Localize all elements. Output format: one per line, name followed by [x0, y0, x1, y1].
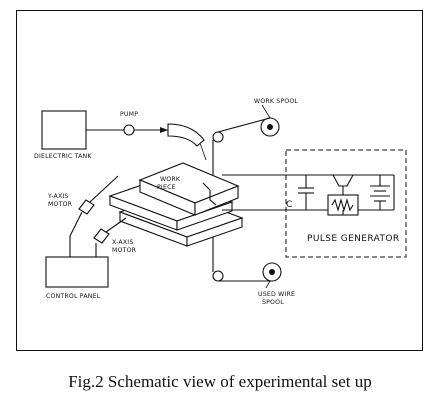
- x-axis-motor: [93, 228, 110, 244]
- used-wire-spool-label-2: SPOOL: [262, 299, 284, 306]
- control-panel-box: [45, 256, 109, 288]
- xy-table: [108, 162, 244, 247]
- x-axis-motor-label-1: X-AXIS: [112, 239, 133, 246]
- figure-caption: Fig.2 Schematic view of experimental set…: [68, 372, 372, 391]
- wire-upper: [217, 117, 271, 133]
- cable-to-y-motor: [69, 211, 83, 257]
- control-panel-label: CONTROL PANEL: [46, 293, 101, 300]
- nozzle-spray: [199, 142, 207, 161]
- capacitor-label: C: [286, 200, 293, 210]
- switch-symbol: [332, 174, 354, 187]
- work-piece-label-2: PIECE: [157, 184, 176, 191]
- work-spool-inner: [267, 124, 273, 130]
- x-axis-motor-label-2: MOTOR: [112, 247, 137, 254]
- used-spool-leader: [265, 280, 271, 289]
- pulse-generator-box: [285, 149, 407, 258]
- used-wire-spool-inner: [269, 269, 275, 275]
- dielectric-nozzle: [167, 123, 205, 147]
- y-axis-motor-label-2: MOTOR: [48, 201, 73, 208]
- pump-label: PUMP: [120, 111, 138, 118]
- resistor-zigzag: [331, 198, 354, 212]
- diagram-frame: [16, 10, 423, 351]
- used-wire-spool-label-1: USED WIRE: [258, 291, 295, 298]
- upper-guide-roller: [212, 131, 224, 143]
- used-wire-spool-outer: [262, 262, 282, 282]
- work-spool-leader: [261, 104, 271, 119]
- pulse-generator-label: PULSE GENERATOR: [307, 234, 400, 244]
- lower-guide-roller: [212, 270, 224, 282]
- pump-symbol: [123, 124, 135, 136]
- work-spool-label: WORK SPOOL: [254, 98, 299, 105]
- work-piece-label-1: WORK: [160, 176, 181, 183]
- dielectric-tank-box: [41, 110, 87, 150]
- dielectric-tank-label: DIELECTRIC TANK: [34, 153, 92, 160]
- x-axis-shaft: [105, 217, 127, 233]
- y-axis-motor: [78, 199, 95, 215]
- flow-arrow: [160, 127, 168, 133]
- y-axis-shaft: [89, 175, 119, 203]
- y-axis-motor-label-1: Y-AXIS: [47, 193, 69, 200]
